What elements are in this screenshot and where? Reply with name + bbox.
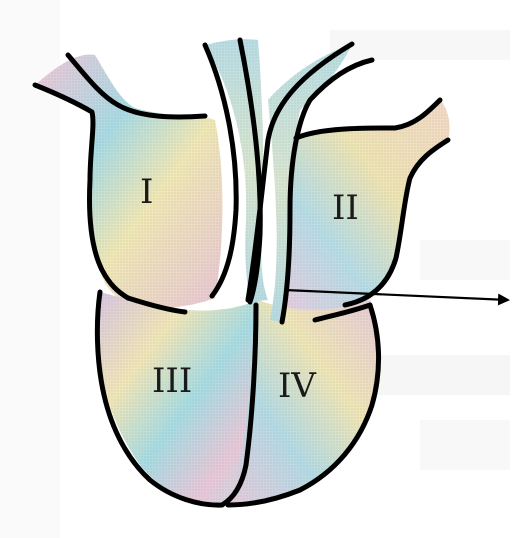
chamber-label-3: III	[152, 361, 192, 401]
chamber-label-4: IV	[278, 366, 317, 406]
chamber-label-2: II	[332, 188, 359, 228]
chamber-label-1: I	[140, 172, 153, 212]
